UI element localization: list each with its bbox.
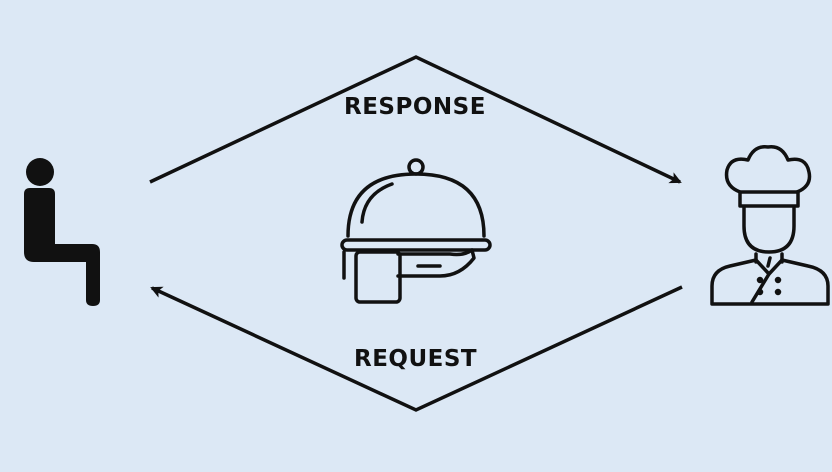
serving-cloche-icon bbox=[340, 158, 492, 304]
seated-person-icon bbox=[24, 158, 100, 306]
response-label: RESPONSE bbox=[344, 94, 486, 120]
response-arrow bbox=[149, 55, 682, 184]
request-arrow bbox=[150, 285, 683, 412]
chef-icon bbox=[710, 145, 830, 306]
request-label: REQUEST bbox=[354, 346, 478, 372]
